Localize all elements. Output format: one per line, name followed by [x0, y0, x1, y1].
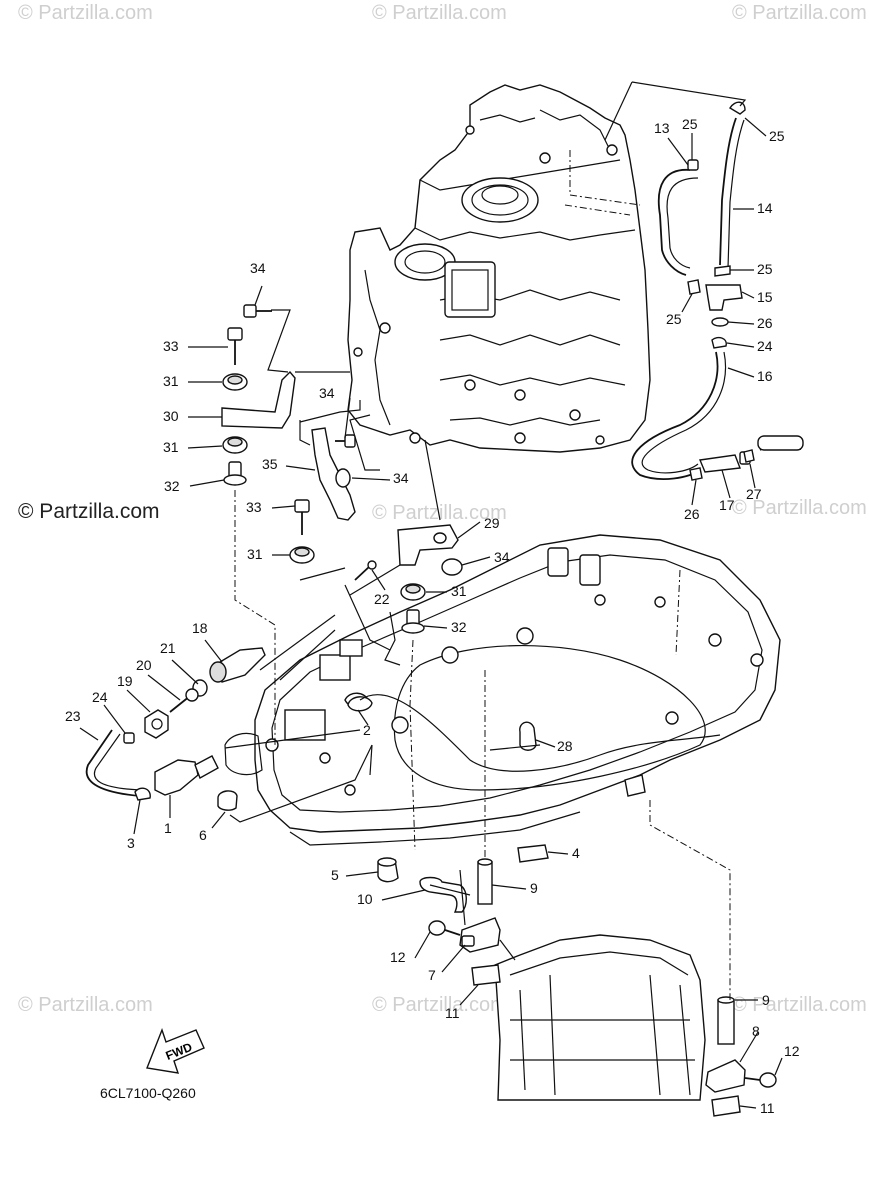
- lower-housing: [494, 934, 706, 1101]
- callout-3: 3: [127, 835, 135, 851]
- callout-11-left: 11: [445, 1005, 460, 1021]
- callout-15: 15: [757, 289, 773, 305]
- watermark-bottom-right: © Partzilla.com: [732, 994, 867, 1016]
- callout-26-right: 26: [757, 315, 773, 331]
- callout-24-left: 24: [92, 689, 108, 705]
- fwd-arrow: FWD: [146, 1027, 205, 1074]
- callout-17: 17: [719, 497, 735, 513]
- callout-31-b: 31: [163, 439, 179, 455]
- watermark-strong: © Partzilla.com: [18, 500, 160, 523]
- callout-35: 35: [262, 456, 278, 472]
- callout-25-top: 25: [682, 116, 698, 132]
- callout-22: 22: [374, 591, 390, 607]
- callouts: 1 2 3 4 5 6 7 8 9 9 10 11 11 12 12 13 14…: [65, 116, 800, 1116]
- left-parts: [85, 304, 537, 811]
- engine-block: [347, 84, 651, 453]
- watermark-mid-right: © Partzilla.com: [732, 497, 867, 519]
- callout-28: 28: [557, 738, 573, 754]
- watermark-bottom-center: © Partzilla.com: [372, 994, 507, 1016]
- watermark-top-left: © Partzilla.com: [18, 2, 153, 24]
- diagram-code: 6CL7100-Q260: [100, 1085, 196, 1101]
- callout-29: 29: [484, 515, 500, 531]
- callout-16: 16: [757, 368, 773, 384]
- callout-11-right: 11: [760, 1100, 775, 1116]
- leader-lines: [224, 81, 747, 1000]
- callout-24-right: 24: [757, 338, 773, 354]
- callout-9-upper: 9: [530, 880, 538, 896]
- callout-30: 30: [163, 408, 179, 424]
- callout-34-right: 34: [393, 470, 409, 486]
- callout-19: 19: [117, 673, 133, 689]
- callout-12-left: 12: [390, 949, 406, 965]
- callout-23: 23: [65, 708, 81, 724]
- callout-33-mid: 33: [246, 499, 262, 515]
- callout-34-lower: 34: [494, 549, 510, 565]
- callout-1: 1: [164, 820, 172, 836]
- callout-25-mid: 25: [757, 261, 773, 277]
- callout-31-a: 31: [163, 373, 179, 389]
- bottom-cowling: [224, 534, 781, 846]
- callout-12-right: 12: [784, 1043, 800, 1059]
- callout-14: 14: [757, 200, 773, 216]
- callout-32-left: 32: [164, 478, 180, 494]
- callout-25-left: 25: [666, 311, 682, 327]
- callout-10: 10: [357, 891, 373, 907]
- clamp-25a: [687, 159, 699, 171]
- callout-2: 2: [363, 722, 371, 738]
- callout-9-lower: 9: [762, 992, 770, 1008]
- callout-21: 21: [160, 640, 176, 656]
- callout-25-topright: 25: [769, 128, 785, 144]
- callout-31-d: 31: [451, 583, 467, 599]
- watermark-bottom-left: © Partzilla.com: [18, 994, 153, 1016]
- watermark-top-center: © Partzilla.com: [372, 2, 507, 24]
- callout-18: 18: [192, 620, 208, 636]
- callout-5: 5: [331, 867, 339, 883]
- callout-32-right: 32: [451, 619, 467, 635]
- callout-8: 8: [752, 1023, 760, 1039]
- watermark-mid-center: © Partzilla.com: [372, 502, 507, 524]
- callout-26-bottom: 26: [684, 506, 700, 522]
- callout-20: 20: [136, 657, 152, 673]
- callout-7: 7: [428, 967, 436, 983]
- callout-33-top: 33: [163, 338, 179, 354]
- callout-34-top: 34: [250, 260, 266, 276]
- lower-parts: [377, 844, 777, 1117]
- callout-4: 4: [572, 845, 580, 861]
- callout-27: 27: [746, 486, 762, 502]
- callout-6: 6: [199, 827, 207, 843]
- watermark-top-right: © Partzilla.com: [732, 2, 867, 24]
- callout-13: 13: [654, 120, 670, 136]
- hoses: [631, 101, 804, 481]
- label-leaders: [79, 117, 783, 1109]
- callout-31-c: 31: [247, 546, 263, 562]
- callout-34-mid: 34: [319, 385, 335, 401]
